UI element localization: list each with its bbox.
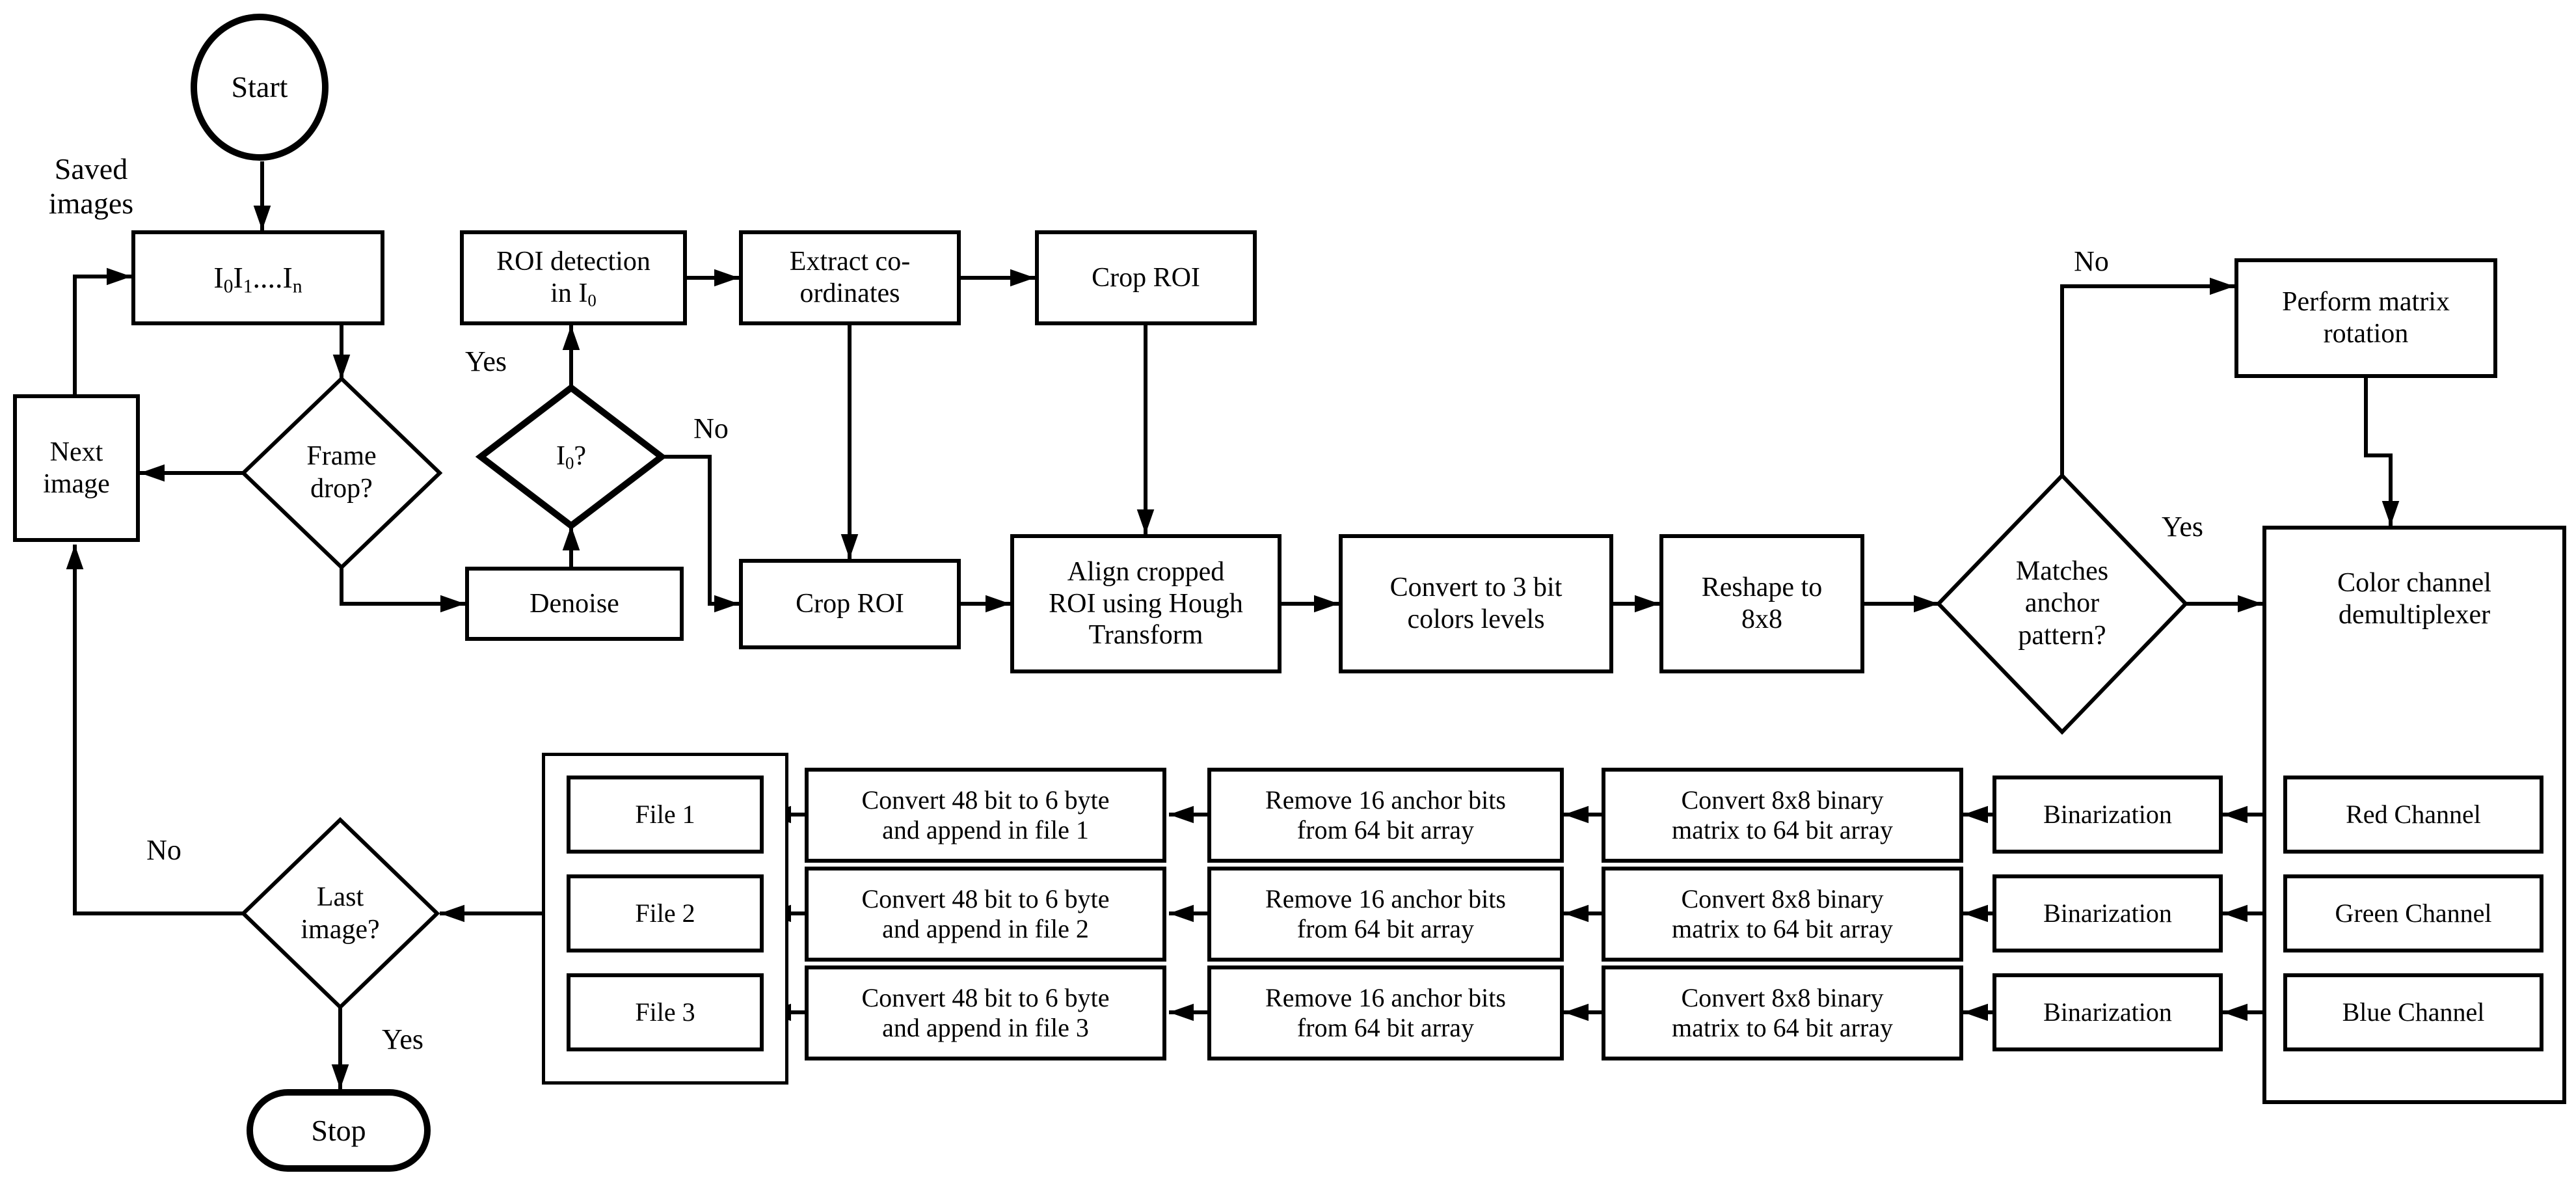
remove-16-box-2: Remove 16 anchor bits from 64 bit array (1207, 867, 1564, 962)
i0-yes-label: Yes (464, 345, 507, 377)
matches-no-label: No (2074, 245, 2109, 277)
start-terminator: Start (191, 14, 329, 161)
last-image-label: Last image? (301, 882, 380, 945)
edge-nextimage-to-images (73, 267, 131, 394)
edge-lastimage-no-to-nextimage (66, 545, 243, 915)
file1-box: File 1 (567, 776, 764, 854)
saved-images-box: I0I1....In (131, 230, 384, 325)
next-image-box: Next image (13, 394, 140, 542)
extract-coordinates-box: Extract co- ordinates (739, 230, 961, 325)
reshape-8x8-box: Reshape to 8x8 (1659, 534, 1864, 673)
last-image-diamond (240, 817, 440, 1010)
i0-label: I0? (556, 441, 587, 473)
perform-rotation-box: Perform matrix rotation (2234, 258, 2497, 378)
convert-3bit-box: Convert to 3 bit colors levels (1339, 534, 1613, 673)
edge-matches-no-to-perform (2060, 277, 2234, 476)
binarization-box-3: Binarization (1992, 973, 2223, 1051)
binarization-box-1: Binarization (1992, 776, 2223, 854)
frame-drop-diamond (240, 375, 443, 571)
denoise-box: Denoise (465, 567, 684, 641)
saved-images-box-label: I0I1....In (213, 261, 302, 297)
i0-diamond (475, 383, 667, 530)
start-label: Start (231, 70, 288, 104)
convert-48-box-1: Convert 48 bit to 6 byte and append in f… (805, 768, 1166, 863)
frame-drop-label: Frame drop? (306, 441, 377, 504)
stop-terminator: Stop (247, 1089, 431, 1172)
binarization-box-2: Binarization (1992, 874, 2223, 952)
align-hough-box: Align cropped ROI using Hough Transform (1010, 534, 1281, 673)
crop-roi-top-box: Crop ROI (1035, 230, 1257, 325)
last-no-label: No (146, 833, 181, 866)
edge-i0-no-to-croproimid (662, 455, 739, 613)
blue-channel-box: Blue Channel (2283, 973, 2543, 1051)
remove-16-box-3: Remove 16 anchor bits from 64 bit array (1207, 965, 1564, 1060)
convert-48-box-2: Convert 48 bit to 6 byte and append in f… (805, 867, 1166, 962)
matches-anchor-diamond (1935, 472, 2189, 735)
matches-anchor-label: Matches anchor pattern? (2015, 556, 2109, 651)
file3-box: File 3 (567, 973, 764, 1051)
remove-16-box-1: Remove 16 anchor bits from 64 bit array (1207, 768, 1564, 863)
convert-8x8-box-2: Convert 8x8 binary matrix to 64 bit arra… (1602, 867, 1963, 962)
crop-roi-mid-box: Crop ROI (739, 559, 961, 649)
green-channel-box: Green Channel (2283, 874, 2543, 952)
convert-8x8-box-3: Convert 8x8 binary matrix to 64 bit arra… (1602, 965, 1963, 1060)
red-channel-box: Red Channel (2283, 776, 2543, 854)
stop-label: Stop (311, 1113, 366, 1147)
i0-no-label: No (693, 412, 729, 444)
last-yes-label: Yes (381, 1023, 424, 1055)
convert-48-box-3: Convert 48 bit to 6 byte and append in f… (805, 965, 1166, 1060)
matches-yes-label: Yes (2161, 510, 2204, 543)
convert-8x8-box-1: Convert 8x8 binary matrix to 64 bit arra… (1602, 768, 1963, 863)
edge-perform-to-demux (2364, 378, 2400, 526)
saved-images-annotation: Saved images (48, 152, 134, 220)
edge-framedrop-to-denoise (340, 567, 465, 613)
demultiplexer-label: Color channel demultiplexer (2337, 568, 2491, 630)
file2-box: File 2 (567, 874, 764, 952)
